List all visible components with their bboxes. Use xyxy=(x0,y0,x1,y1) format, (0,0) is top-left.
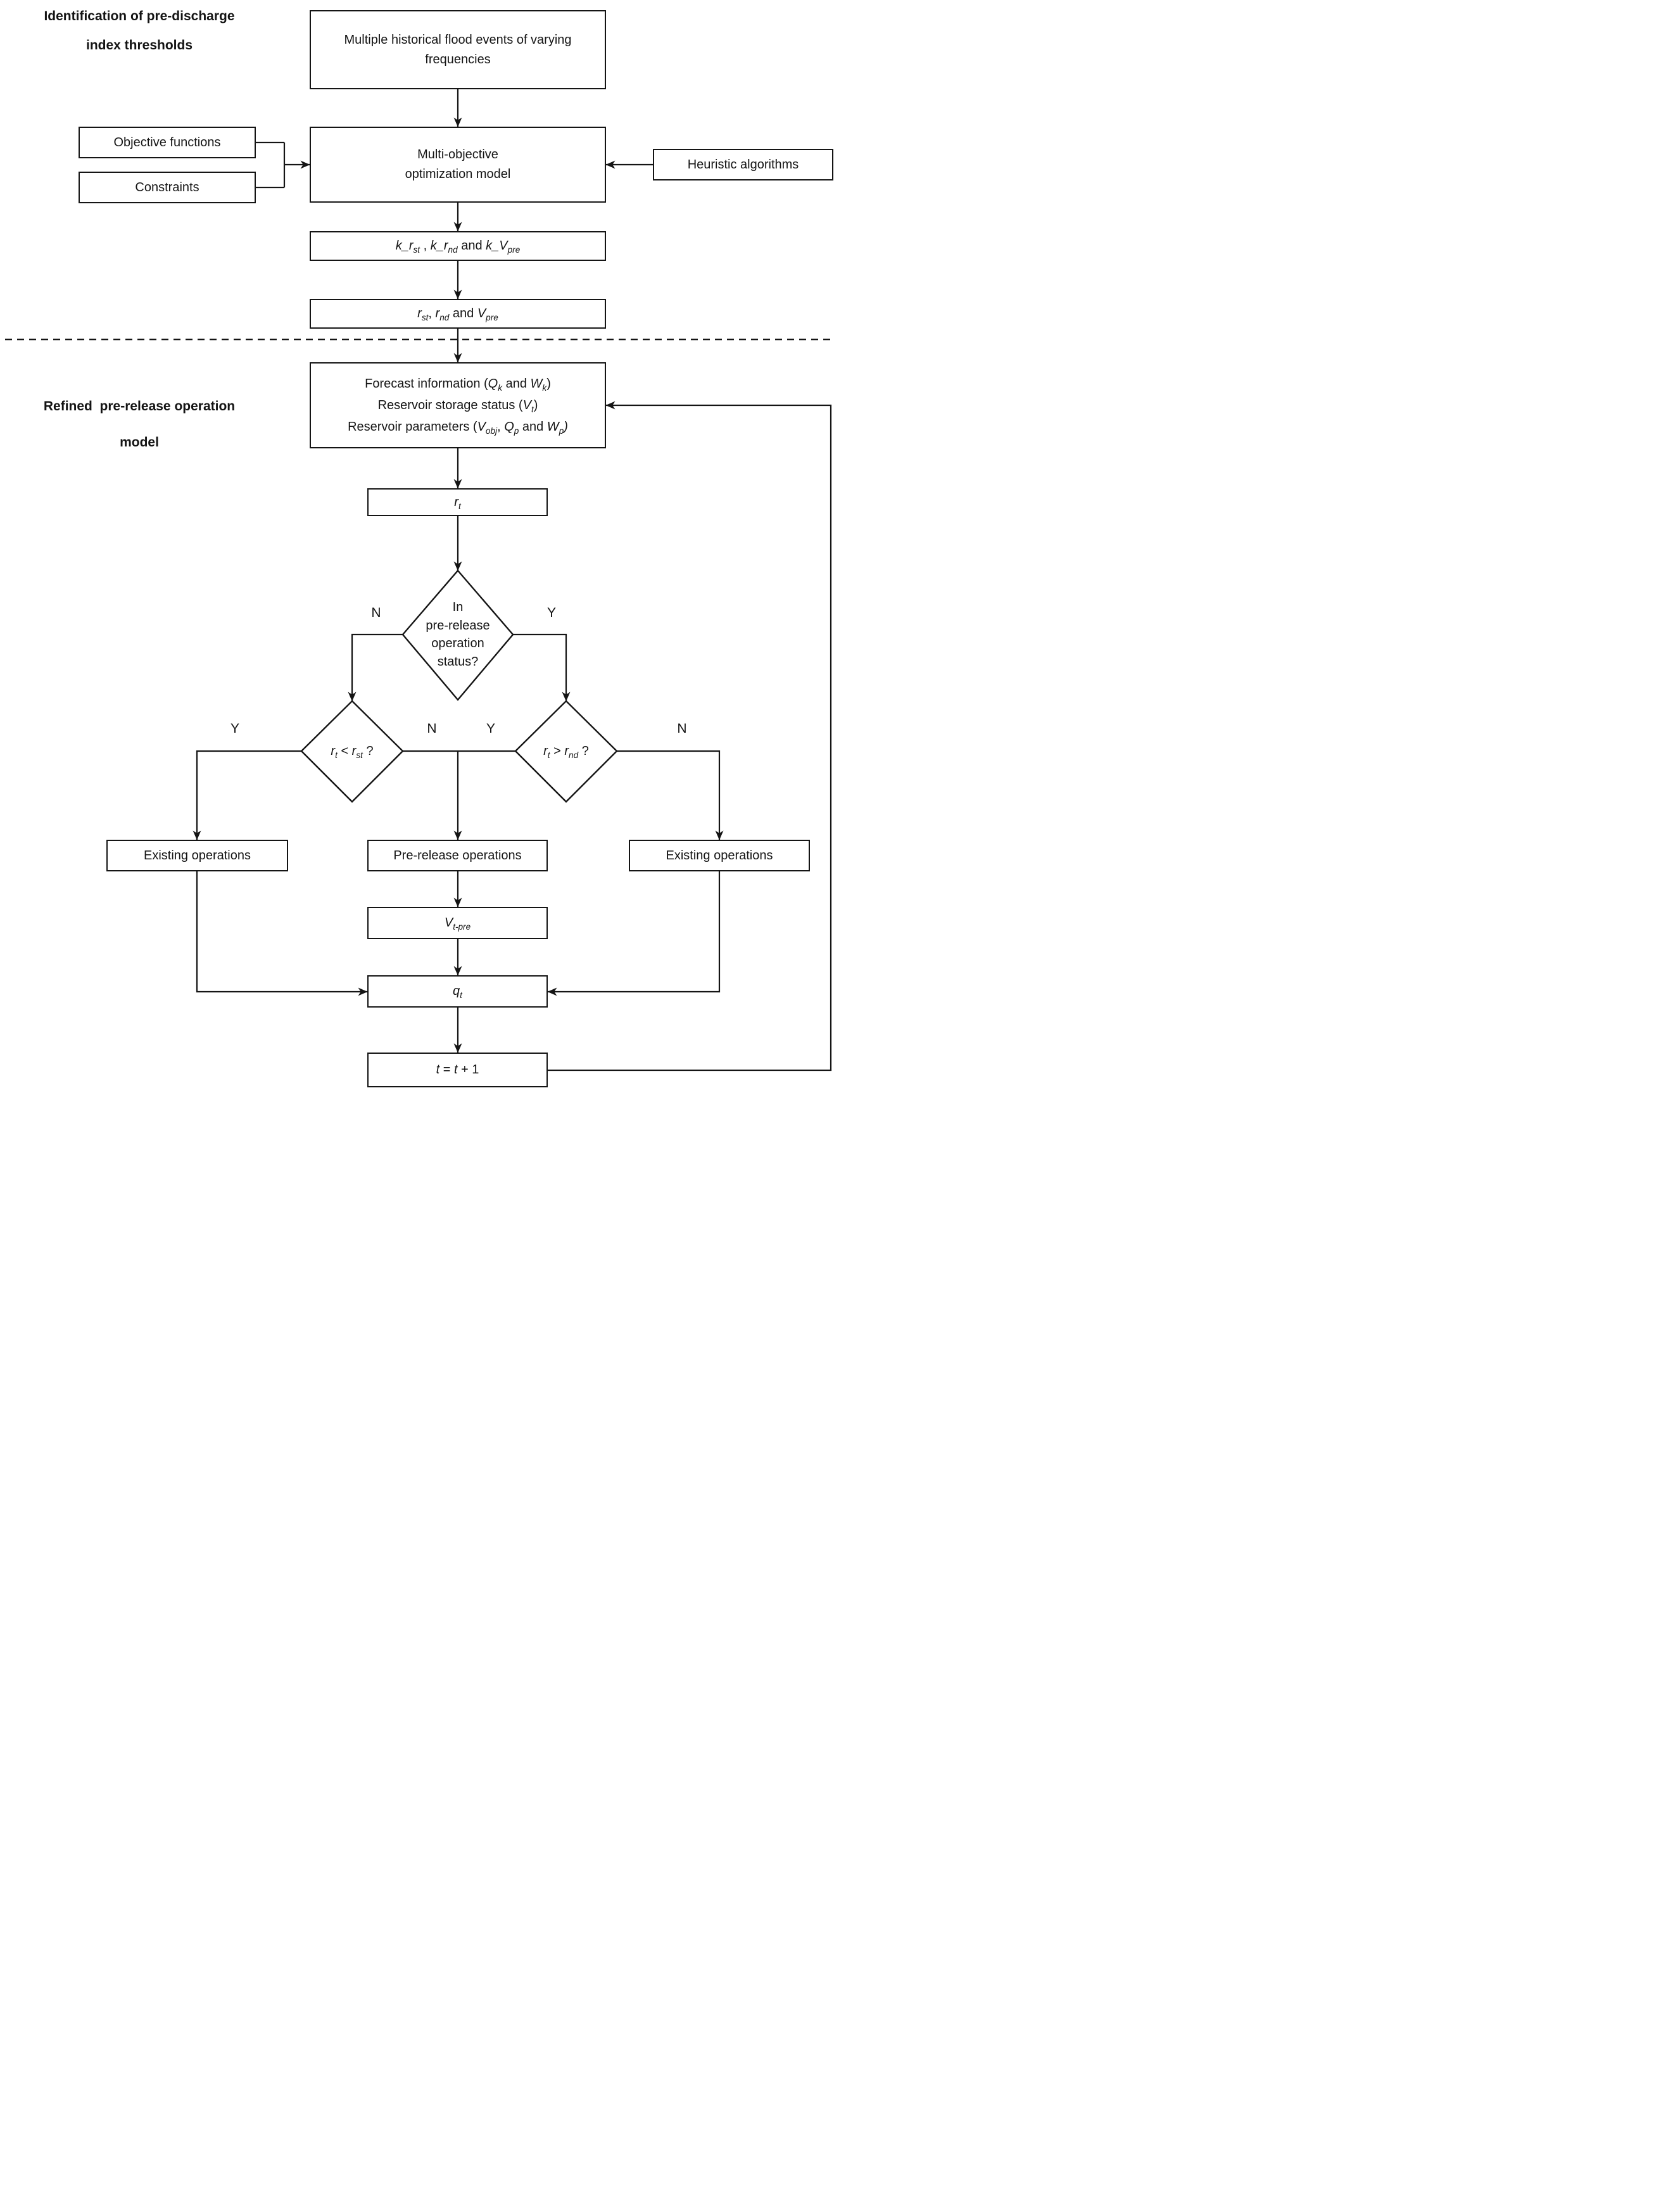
node-constraints: Constraints xyxy=(79,172,256,203)
node-t-step-text: t = t + 1 xyxy=(436,1063,479,1077)
node-moo-line2: optimization model xyxy=(405,167,511,181)
decision-status-line3: operation xyxy=(431,636,484,650)
branch-label-status-no: N xyxy=(371,605,381,620)
node-existing-operations-left: Existing operations xyxy=(106,840,288,871)
node-qt: qt xyxy=(367,975,548,1008)
decision-status-text: In pre-release operation status? xyxy=(401,598,515,671)
edge-status-no-to-belowstart xyxy=(348,633,403,702)
decision-status-line2: pre-release xyxy=(426,618,490,633)
node-k-index-text: k_rst , k_rnd and k_Vpre xyxy=(395,239,521,255)
node-vtpre: Vt-pre xyxy=(367,907,548,939)
branch-label-status-yes: Y xyxy=(546,605,556,620)
edge-tstep-feedback-to-inputs xyxy=(548,401,832,1072)
decision-status-shape xyxy=(401,569,514,701)
connector-layer xyxy=(5,89,835,1072)
edge-existing-right-to-qt xyxy=(547,871,721,996)
node-model-inputs: Forecast information (Qk and Wk) Reservo… xyxy=(310,362,606,448)
decision-below-start-text: rt < rst ? xyxy=(331,744,374,760)
node-existing-operations-right: Existing operations xyxy=(629,840,810,871)
node-existing-right-label: Existing operations xyxy=(666,848,773,863)
node-t-step: t = t + 1 xyxy=(367,1053,548,1087)
section-label-refined-line1: Refined pre-release operation xyxy=(43,399,236,414)
section-label-refined-line2: model xyxy=(120,435,159,450)
node-historical-line1: Multiple historical flood events of vary… xyxy=(344,32,572,47)
node-existing-left-label: Existing operations xyxy=(144,848,251,863)
node-rt: rt xyxy=(367,488,548,516)
node-heuristic-label: Heuristic algorithms xyxy=(687,157,799,172)
edge-existing-left-to-qt xyxy=(196,871,368,996)
node-inputs-line3: Reservoir parameters (Vobj, Qp and Wp) xyxy=(348,420,568,436)
node-constraints-label: Constraints xyxy=(135,180,199,194)
flowchart-canvas: Identification of pre-discharge index th… xyxy=(0,0,840,1094)
section-label-identification-line1: Identification of pre-discharge xyxy=(44,9,235,23)
node-prerelease-label: Pre-release operations xyxy=(393,848,522,863)
node-vtpre-text: Vt-pre xyxy=(444,916,471,932)
node-inputs-line2: Reservoir storage status (Vt) xyxy=(377,398,538,414)
edge-aboveend-no-to-existing-right xyxy=(617,750,724,840)
node-k-index-thresholds: k_rst , k_rnd and k_Vpre xyxy=(310,231,606,261)
node-historical-line2: frequencies xyxy=(425,52,491,66)
node-rt-text: rt xyxy=(454,495,461,511)
node-prerelease-operations: Pre-release operations xyxy=(367,840,548,871)
node-objective-label: Objective functions xyxy=(113,135,221,149)
decision-status-line4: status? xyxy=(437,654,479,669)
node-historical-flood-events: Multiple historical flood events of vary… xyxy=(310,10,606,89)
edge-status-yes-to-aboveend xyxy=(513,633,571,702)
edge-belowstart-yes-to-existing-left xyxy=(193,750,301,840)
branch-label-aboveend-no: N xyxy=(677,721,687,736)
node-heuristic-algorithms: Heuristic algorithms xyxy=(653,149,833,180)
section-label-identification-line2: index thresholds xyxy=(85,38,193,53)
node-index-thresholds: rst, rnd and Vpre xyxy=(310,299,606,329)
node-moo-line1: Multi-objective xyxy=(417,148,498,161)
decision-status-line1: In xyxy=(452,600,464,614)
decision-below-start-shape xyxy=(300,700,404,803)
node-qt-text: qt xyxy=(453,984,462,1000)
branch-label-aboveend-yes: Y xyxy=(486,721,495,736)
node-inputs-line1: Forecast information (Qk and Wk) xyxy=(365,377,551,393)
node-index-text: rst, rnd and Vpre xyxy=(417,307,498,322)
decision-above-end-text: rt > rnd ? xyxy=(543,744,589,760)
node-multi-objective-model: Multi-objective optimization model xyxy=(310,127,606,203)
node-objective-functions: Objective functions xyxy=(79,127,256,158)
branch-label-belowstart-yes: Y xyxy=(230,721,239,736)
decision-above-end-shape xyxy=(514,700,618,803)
branch-label-belowstart-no: N xyxy=(427,721,437,736)
